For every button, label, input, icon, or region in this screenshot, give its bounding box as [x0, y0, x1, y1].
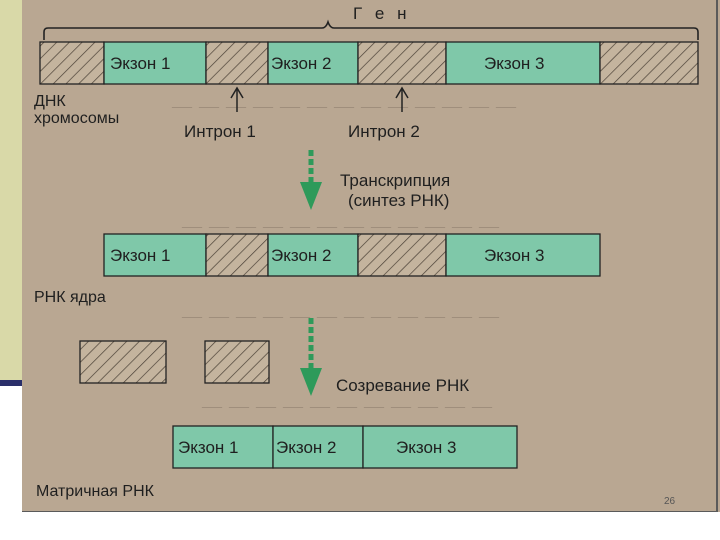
mrna-exon-1-label: Экзон 1 — [178, 438, 238, 457]
mrna-row: Экзон 1 Экзон 2 Экзон 3 — [172, 425, 518, 469]
rna-intron-2 — [357, 233, 447, 277]
background-texture-text: — — — — — — — — — — — — — [182, 215, 500, 237]
intron-1-label: Интрон 1 — [184, 122, 256, 141]
intron-1-pointer — [230, 86, 244, 112]
dna-intron-segment — [599, 41, 699, 85]
transcription-sublabel: (синтез РНК) — [348, 191, 449, 210]
page-number: 26 — [664, 496, 676, 507]
dna-intron-1 — [205, 41, 269, 85]
excised-intron-1 — [79, 340, 167, 384]
dna-row: Экзон 1 Экзон 2 Экзон 3 — [39, 41, 699, 85]
rna-exon-1 — [103, 233, 207, 277]
left-accent-rule — [0, 380, 22, 386]
rna-exon-2 — [267, 233, 359, 277]
background-texture-text: — — — — — — — — — — — — — — [172, 95, 517, 117]
gene-brace — [43, 19, 699, 40]
intron-2-pointer — [395, 86, 409, 112]
mrna-exon-3-label: Экзон 3 — [396, 438, 456, 457]
maturation-label: Созревание РНК — [336, 376, 469, 395]
dna-intron-segment — [39, 41, 105, 85]
dna-exon-2 — [267, 41, 359, 85]
transcription-label: Транскрипция — [340, 171, 450, 190]
gene-expression-diagram: Г е н Экзон 1 Экзон 2 Экзон 3 ДНК хромос… — [34, 4, 699, 500]
slide-image: — — — — — — — — — — — — — — — — — — — — … — [22, 0, 720, 512]
mrna-exon-3 — [362, 425, 518, 469]
nuclear-rna-label: РНК ядра — [34, 289, 106, 306]
dna-exon-2-label: Экзон 2 — [271, 54, 331, 73]
rna-exon-2-label: Экзон 2 — [271, 246, 331, 265]
dna-exon-1-label: Экзон 1 — [110, 54, 170, 73]
transcription-arrow — [300, 150, 322, 210]
dna-label-line1: ДНК — [34, 93, 66, 110]
dna-intron-2 — [357, 41, 447, 85]
dna-exon-3 — [445, 41, 601, 85]
intron-2-label: Интрон 2 — [348, 122, 420, 141]
nuclear-rna-row: Экзон 1 Экзон 2 Экзон 3 — [103, 233, 601, 277]
left-accent-band — [0, 0, 22, 384]
background-texture-text: — — — — — — — — — — — — [202, 395, 493, 417]
rna-exon-1-label: Экзон 1 — [110, 246, 170, 265]
background-texture-text: — — — — — — — — — — — — — [182, 305, 500, 327]
rna-exon-3 — [445, 233, 601, 277]
dna-exon-3-label: Экзон 3 — [484, 54, 544, 73]
mrna-exon-1 — [172, 425, 274, 469]
gene-label: Г е н — [353, 4, 411, 23]
rna-intron-1 — [205, 233, 269, 277]
mrna-exon-2 — [272, 425, 364, 469]
mrna-label: Матричная РНК — [36, 483, 155, 500]
mrna-exon-2-label: Экзон 2 — [276, 438, 336, 457]
dna-label-line2: хромосомы — [34, 110, 119, 127]
excised-intron-2 — [204, 340, 270, 384]
rna-exon-3-label: Экзон 3 — [484, 246, 544, 265]
maturation-arrow — [300, 318, 322, 396]
